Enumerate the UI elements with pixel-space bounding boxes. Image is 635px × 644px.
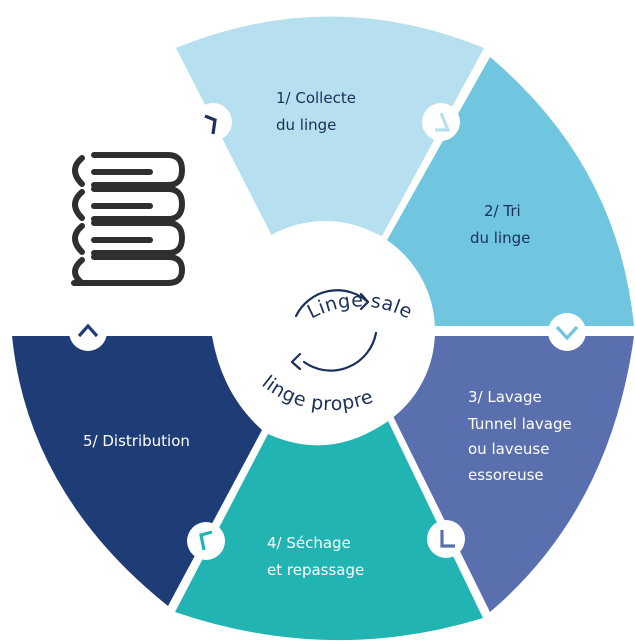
center-circle [215,221,435,441]
folded-linen-stack-icon [71,152,185,286]
label-sechage-line-1: 4/ Séchage [267,534,351,552]
badge-collecte[interactable] [422,103,460,141]
badge-tri[interactable] [548,313,586,351]
chevron-down-right-icon [555,325,579,341]
segments-group [12,16,634,641]
chevron-up-icon [77,323,99,338]
chevron-up-left-icon [204,114,217,135]
badge-distribution[interactable] [69,313,107,351]
label-lavage: 3/ Lavage Tunnel lavage ou laveuse essor… [467,388,577,484]
label-lavage-line-4: essoreuse [468,466,544,484]
label-tri-line-2: du linge [470,229,530,247]
segment-tri[interactable] [386,57,634,326]
label-collecte-line-2: du linge [276,116,336,134]
label-sechage: 4/ Séchage et repassage [267,534,364,579]
label-tri: 2/ Tri du linge [470,202,530,247]
label-collecte: 1/ Collecte du linge [276,89,361,134]
segment-collecte[interactable] [176,16,484,237]
label-lavage-line-3: ou laveuse [468,440,549,458]
label-lavage-line-1: 3/ Lavage [468,388,542,406]
segment-lavage[interactable] [392,336,634,612]
chevron-down-icon [440,530,455,548]
refresh-cycle-icon [290,289,378,372]
label-distribution: 5/ Distribution [83,432,190,450]
badge-loop[interactable] [194,103,232,141]
badge-sechage[interactable] [187,522,225,560]
chevron-down-left-icon-2 [199,530,213,551]
label-distribution-line-1: 5/ Distribution [83,432,190,450]
label-collecte-line-1: 1/ Collecte [276,89,356,107]
label-sechage-line-2: et repassage [267,561,364,579]
badge-lavage[interactable] [427,520,465,558]
segment-sechage[interactable] [175,421,483,641]
label-tri-line-1: 2/ Tri [484,202,521,220]
chevron-down-left-icon [435,112,451,132]
label-lavage-line-2: Tunnel lavage [467,415,572,433]
